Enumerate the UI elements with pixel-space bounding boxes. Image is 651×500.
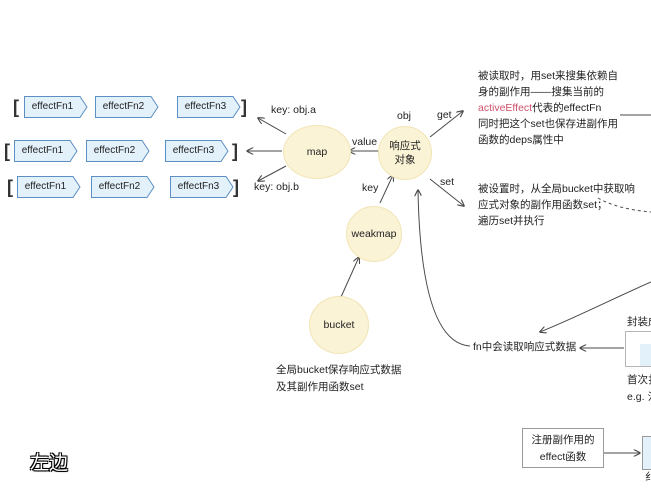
active-effect-highlight: activeEffect	[478, 102, 533, 114]
example-label-cut: e.g. 氵	[627, 391, 651, 403]
set-note-line2: 应式对象的副作用函数set；	[478, 199, 608, 211]
effect-tag: effectFn2	[95, 96, 159, 118]
effect-tag: effectFn1	[24, 96, 88, 118]
bucket-note-line2: 及其副作用函数set	[276, 381, 364, 393]
get-note-line3: activeEffect代表的effectFn	[478, 100, 618, 116]
get-note-line5: 函数的deps属性中	[478, 134, 564, 146]
effect-tag-label: effectFn2	[102, 101, 145, 112]
arrow-right-to-fn-read	[540, 281, 651, 332]
arrow-bucket-to-weakmap	[340, 257, 359, 298]
effect-tag-label: effectFn1	[24, 181, 67, 192]
tag-shape	[177, 96, 241, 118]
bottom-right-label-cut: 纟	[645, 471, 651, 483]
effect-tag: effectFn3	[177, 96, 241, 118]
effect-tag: effectFn3	[165, 140, 229, 162]
reactive-object-label-line2: 对象	[394, 154, 416, 166]
effect-tag-label: effectFn2	[93, 145, 136, 156]
tag-shape	[165, 140, 229, 162]
fn-read-label: fn中会读取响应式数据	[473, 341, 577, 353]
bucket-node: bucket	[309, 296, 369, 354]
effect-tag-label: effectFn1	[31, 101, 74, 112]
effect-tag: effectFn3	[170, 176, 234, 198]
effect-tag-label: effectFn3	[184, 101, 227, 112]
reactive-object-node: 响应式 对象	[378, 126, 432, 180]
arrow-weakmap-to-reactive	[379, 175, 393, 204]
row1-close-bracket: ]	[241, 97, 247, 117]
get-note-line4: 同时把这个set也保存进副作用	[478, 118, 619, 130]
bucket-note: 全局bucket保存响应式数据 及其副作用函数set	[276, 362, 401, 396]
row2-close-bracket: ]	[232, 141, 238, 161]
arrow-fn-read-to-reactive	[418, 190, 471, 347]
package-box	[625, 331, 651, 367]
package-box-fill	[640, 344, 651, 366]
row3-open-bracket: [	[7, 177, 13, 197]
set-note: 被设置时，从全局bucket中获取响 应式对象的副作用函数set； 遍历set并…	[478, 181, 635, 229]
key-label: key	[362, 182, 379, 194]
tag-shape	[86, 140, 150, 162]
get-note-line3-rest: 代表的effectFn	[532, 102, 602, 114]
tag-shape	[17, 176, 81, 198]
arrow-get	[429, 111, 463, 138]
register-effect-box: 注册副作用的 effect函数	[522, 428, 604, 468]
get-note: 被读取时，用set来搜集依赖自 身的副作用——搜集当前的 activeEffec…	[478, 68, 618, 148]
first-run-label-cut: 首次扌	[627, 374, 651, 386]
tag-shape	[14, 140, 78, 162]
effect-tag: effectFn1	[14, 140, 78, 162]
arrow-set	[429, 178, 464, 206]
reactive-object-label-line1: 响应式	[389, 140, 421, 152]
effect-tag-label: effectFn2	[98, 181, 141, 192]
map-node: map	[283, 125, 351, 179]
effect-tag: effectFn2	[86, 140, 150, 162]
value-label: value	[352, 136, 378, 148]
register-effect-line2: effect函数	[539, 451, 587, 463]
set-note-line1: 被设置时，从全局bucket中获取响	[478, 183, 635, 195]
arrow-map-to-row1	[258, 118, 287, 135]
bucket-node-label: bucket	[323, 319, 355, 331]
set-note-line3: 遍历set并执行	[478, 215, 545, 227]
effect-tag: effectFn1	[17, 176, 81, 198]
row1-open-bracket: [	[13, 97, 19, 117]
left-side-caption: 左边	[30, 453, 69, 474]
package-label-cut: 封装成	[627, 316, 651, 328]
get-label: get	[437, 109, 452, 121]
get-note-line1: 被读取时，用set来搜集依赖自	[478, 70, 619, 82]
tag-shape	[170, 176, 234, 198]
tag-shape	[95, 96, 159, 118]
weakmap-node: weakmap	[346, 206, 402, 262]
row2-open-bracket: [	[4, 141, 10, 161]
arrow-map-to-row3	[258, 165, 287, 181]
weakmap-node-label: weakmap	[351, 228, 397, 240]
map-node-label: map	[306, 146, 328, 158]
effect-tag-label: effectFn1	[21, 145, 64, 156]
register-effect-line1: 注册副作用的	[531, 434, 595, 446]
obj-label: obj	[397, 110, 412, 122]
tag-shape	[91, 176, 155, 198]
tag-shape	[24, 96, 88, 118]
key-obj-a-label: key: obj.a	[271, 104, 316, 116]
effect-tag: effectFn2	[91, 176, 155, 198]
right-register-target-cut	[642, 436, 651, 470]
dashed-link	[597, 197, 651, 213]
effect-tag-label: effectFn3	[177, 181, 220, 192]
effect-tag-label: effectFn3	[172, 145, 215, 156]
reactive-object-label: 响应式 对象	[389, 139, 421, 167]
set-label: set	[440, 176, 455, 188]
bucket-note-line1: 全局bucket保存响应式数据	[276, 364, 402, 376]
row3-close-bracket: ]	[233, 177, 239, 197]
get-note-line2: 身的副作用——搜集当前的	[478, 86, 604, 98]
key-obj-b-label: key: obj.b	[254, 181, 299, 193]
